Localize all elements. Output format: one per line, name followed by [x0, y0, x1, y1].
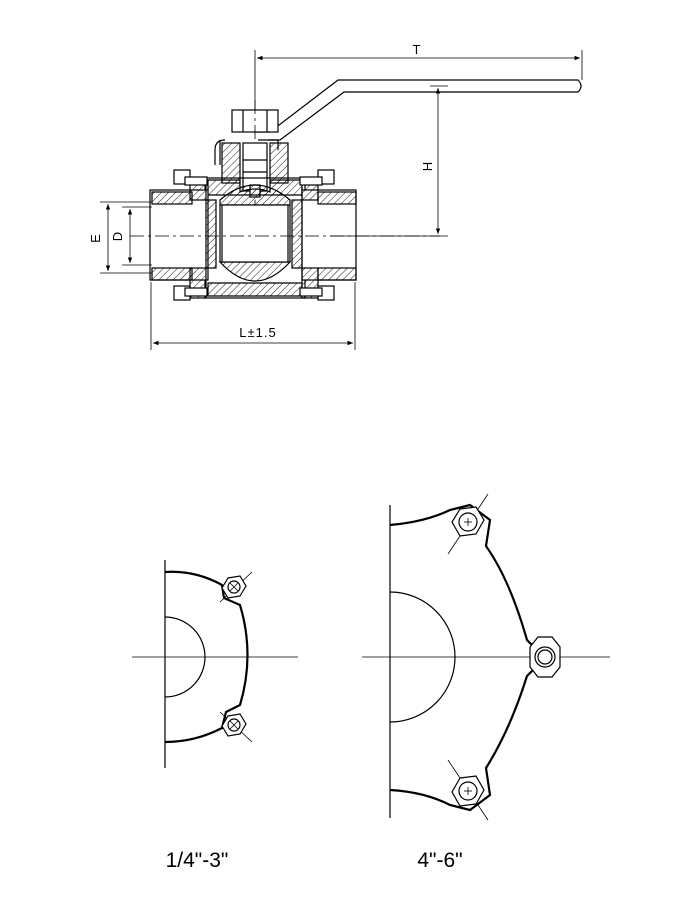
dimension-E-label: E [88, 233, 103, 243]
bolt-large-bottom [447, 759, 489, 821]
body-section [204, 177, 306, 299]
caption-large: 4"-6" [417, 849, 462, 872]
dimension-H: H [330, 85, 448, 237]
bolt-large-right [529, 636, 561, 678]
left-end-cap [149, 169, 217, 301]
dimension-L-label: L±1.5 [239, 325, 276, 340]
dimension-E: E [88, 201, 152, 274]
caption-small: 1/4"-3" [166, 849, 229, 872]
dimension-D: D [110, 206, 152, 266]
dimension-H-label: H [420, 161, 435, 171]
bolt-large-top [447, 493, 489, 555]
handle-lever [214, 79, 582, 165]
right-end-cap [291, 169, 357, 301]
dimension-T: T [254, 42, 583, 110]
dimension-L: L±1.5 [150, 282, 356, 350]
end-view-small: 1/4"-3" [132, 560, 298, 872]
dimension-T-label: T [413, 42, 422, 57]
bolt-small-top [219, 571, 253, 603]
bolt-small-bottom [219, 711, 253, 743]
end-view-large: 4"-6" [362, 493, 610, 872]
dimension-D-label: D [110, 231, 125, 241]
valve-section-view [130, 79, 582, 301]
